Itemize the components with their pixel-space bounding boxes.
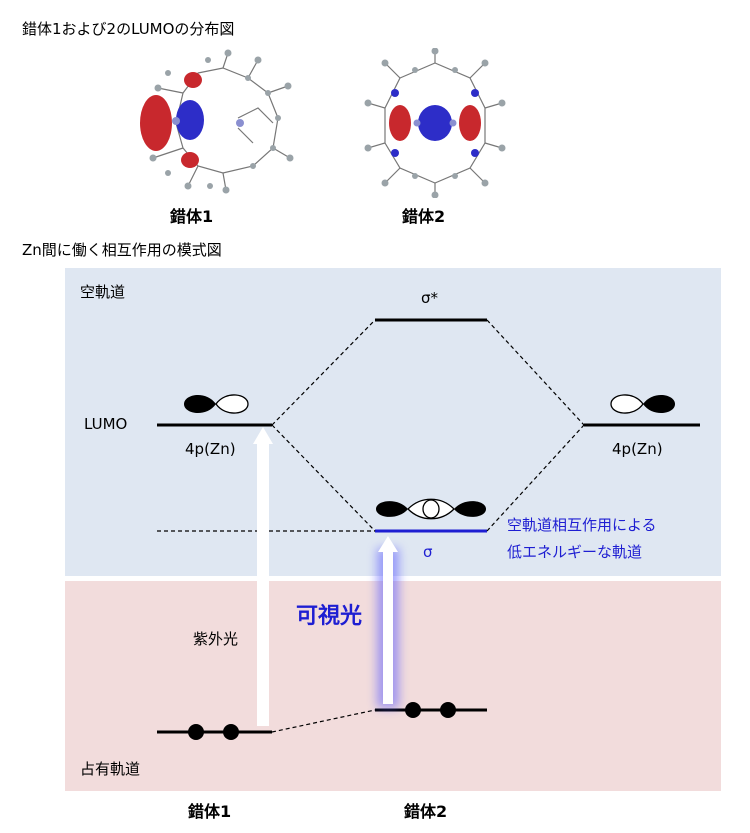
sigma-star-label: σ* [421, 289, 439, 307]
complex1-axis-label: 錯体1 [188, 802, 232, 821]
annotation-line2: 低エネルギーな軌道 [507, 543, 643, 561]
complex1-lumo-image [140, 49, 294, 194]
electron [223, 724, 239, 740]
lumo-label: LUMO [84, 415, 128, 433]
lumo-title: 錯体1および2のLUMOの分布図 [22, 20, 235, 38]
orbital-4p-right-label: 4p(Zn) [612, 440, 663, 458]
orbital-4p-left-label: 4p(Zn) [185, 440, 236, 458]
electron [405, 702, 421, 718]
occupied-region-label: 占有軌道 [80, 760, 141, 778]
complex2-axis-label: 錯体2 [404, 802, 448, 821]
correlation-line [486, 424, 585, 532]
p-orbital-left [184, 394, 249, 414]
complex1-lumo-caption: 錯体1 [170, 207, 214, 226]
correlation-line [486, 319, 585, 426]
sigma-orbital-shape [376, 498, 486, 520]
annotation-line1: 空軌道相互作用による [507, 516, 657, 534]
empty-region-label: 空軌道 [80, 283, 126, 301]
correlation-line [271, 424, 376, 532]
sigma-label: σ [423, 543, 433, 561]
uv-excitation-arrow [253, 427, 273, 726]
electron [188, 724, 204, 740]
uv-light-label: 紫外光 [193, 630, 239, 648]
visible-light-label: 可視光 [296, 604, 363, 629]
complex2-lumo-image [364, 48, 506, 198]
complex2-lumo-caption: 錯体2 [402, 207, 446, 226]
visible-excitation-arrow [377, 536, 399, 708]
electron [440, 702, 456, 718]
scheme-title: Zn間に働く相互作用の模式図 [22, 241, 222, 259]
correlation-line [271, 319, 376, 426]
correlation-line [271, 709, 376, 733]
p-orbital-right [610, 394, 675, 414]
